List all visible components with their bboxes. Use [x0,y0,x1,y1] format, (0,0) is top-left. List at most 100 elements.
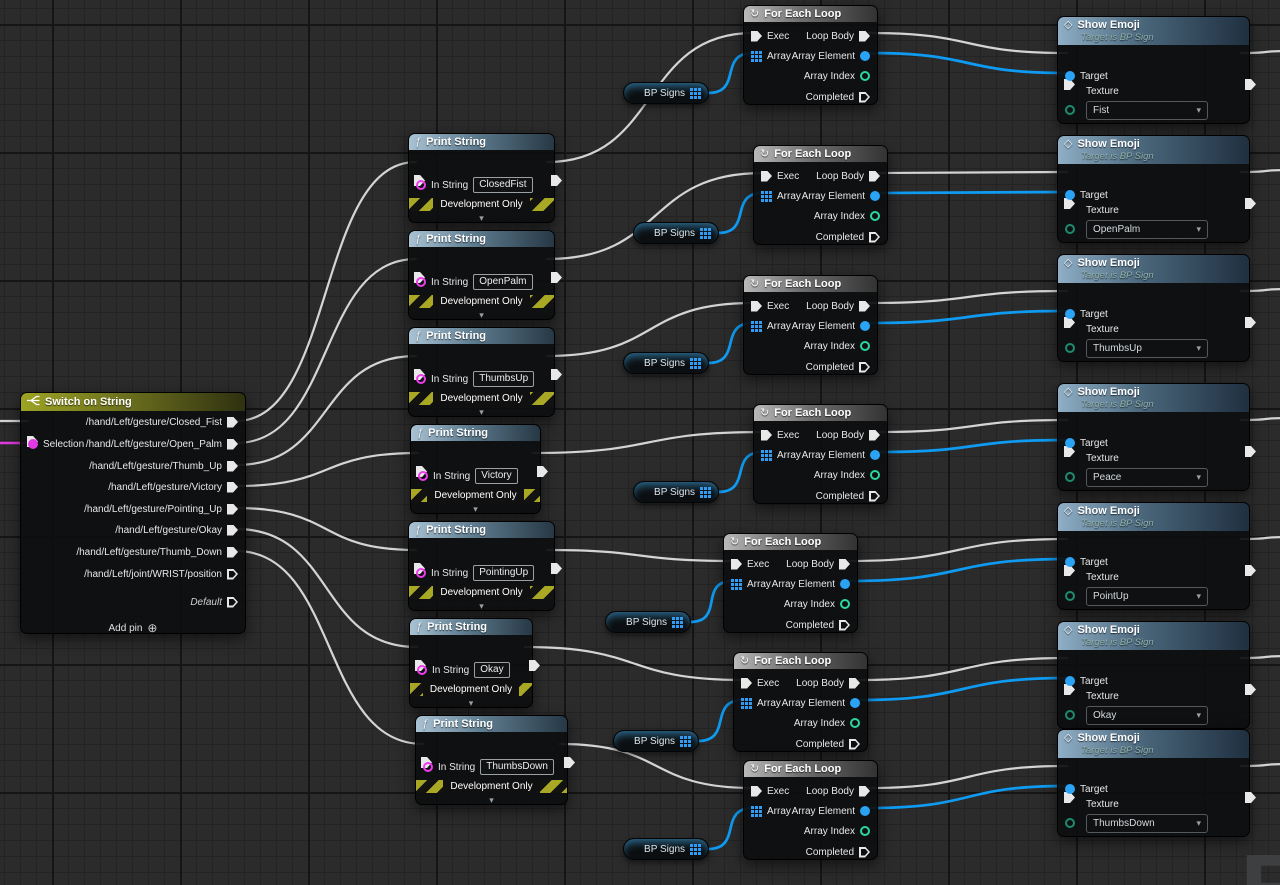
array-output-pin[interactable] [672,616,683,628]
wire-exec-print-to-foreach[interactable] [545,301,755,358]
in-string-pin[interactable] [418,471,428,481]
add-pin-icon[interactable]: ⊕ [147,621,158,635]
wire-exec-switch-to-print[interactable] [234,257,418,445]
wire-element-to-target[interactable] [877,190,1069,195]
exec-out-pin[interactable] [551,175,562,186]
exec-out-pin[interactable] [1245,446,1256,457]
wire-exec-print-to-foreach[interactable] [531,430,765,455]
wire-exec-print-to-foreach[interactable] [523,645,745,682]
in-string-value-field[interactable]: ThumbsDown [480,759,554,775]
completed-out-pin[interactable] [849,738,860,750]
collapse-chevron-icon[interactable]: ▾ [468,698,474,708]
loop-body-out-pin[interactable] [849,677,860,689]
wire-exec-switch-to-print[interactable] [234,354,418,467]
completed-out-pin[interactable] [869,490,880,502]
switch-node-header[interactable]: Switch on String [21,393,245,411]
array-input-pin[interactable] [751,320,762,332]
exec-in-pin[interactable] [761,429,772,441]
exec-out-pin[interactable] [1245,792,1256,803]
selection-pin[interactable] [28,439,38,449]
exec-in-pin[interactable] [1064,792,1075,803]
exec-out-pin[interactable] [1245,198,1256,209]
texture-pin[interactable] [1065,472,1075,482]
array-input-pin[interactable] [751,50,762,62]
texture-pin[interactable] [1065,591,1075,601]
default-out-pin[interactable] [227,596,238,608]
for-each-loop-header[interactable]: ↻For Each Loop [734,653,867,669]
collapse-chevron-icon[interactable]: ▾ [479,407,484,417]
wire-exec-switch-to-print[interactable] [234,527,419,649]
completed-out-pin[interactable] [839,619,850,631]
case-out-pin[interactable] [227,546,238,558]
bp-signs-getter-node[interactable]: BP Signs [633,222,719,244]
array-output-pin[interactable] [690,357,701,369]
collapse-chevron-icon[interactable]: ▾ [479,310,484,320]
case-out-pin[interactable] [227,438,238,450]
for-each-loop-header[interactable]: ↻For Each Loop [754,146,887,162]
texture-pin[interactable] [1065,105,1075,115]
exec-out-pin[interactable] [529,660,540,671]
bp-signs-getter-node[interactable]: BP Signs [613,730,699,752]
exec-in-pin[interactable] [731,558,742,570]
collapse-chevron-icon[interactable]: ▾ [473,504,478,514]
array-input-pin[interactable] [731,578,742,590]
wire-exec-print-to-foreach[interactable] [545,171,765,261]
bp-signs-getter-node[interactable]: BP Signs [623,82,709,104]
exec-out-pin[interactable] [1245,79,1256,90]
array-input-pin[interactable] [741,697,752,709]
exec-out-pin[interactable] [537,466,548,477]
array-element-pin[interactable] [860,321,870,331]
bp-signs-getter-node[interactable]: BP Signs [605,611,691,633]
loop-body-out-pin[interactable] [839,558,850,570]
wire-element-to-target[interactable] [867,51,1069,75]
in-string-pin[interactable] [423,762,433,772]
add-pin-row[interactable]: Add pin⊕ [21,620,245,636]
wire-exec-loopbody-to-showemoji[interactable] [867,31,1069,55]
texture-dropdown[interactable]: ThumbsUp▾ [1086,339,1208,358]
in-string-value-field[interactable]: OpenPalm [473,274,533,290]
in-string-pin[interactable] [417,665,427,675]
array-index-pin[interactable] [860,71,870,81]
exec-in-pin[interactable] [751,785,762,797]
wire-exec-loopbody-to-showemoji[interactable] [847,537,1069,563]
array-element-pin[interactable] [860,806,870,816]
in-string-value-field[interactable]: Victory [475,468,518,484]
wire-exec-loopbody-to-showemoji[interactable] [867,764,1069,790]
bp-signs-getter-node[interactable]: BP Signs [623,352,709,374]
exec-in-pin[interactable] [751,300,762,312]
target-pin[interactable] [1065,309,1075,319]
exec-out-pin[interactable] [551,563,562,574]
completed-out-pin[interactable] [859,846,870,858]
exec-in-pin[interactable] [1064,79,1075,90]
for-each-loop-header[interactable]: ↻For Each Loop [754,405,887,421]
array-index-pin[interactable] [840,599,850,609]
in-string-pin[interactable] [416,180,426,190]
in-string-pin[interactable] [416,374,426,384]
wire-element-to-target[interactable] [857,676,1069,702]
collapse-chevron-icon[interactable]: ▾ [489,795,494,805]
array-index-pin[interactable] [870,470,880,480]
loop-body-out-pin[interactable] [859,785,870,797]
exec-in-pin[interactable] [1064,565,1075,576]
texture-pin[interactable] [1065,224,1075,234]
exec-out-pin[interactable] [1245,317,1256,328]
wire-element-to-target[interactable] [847,557,1069,583]
in-string-value-field[interactable]: Okay [474,662,510,678]
wire-exec-print-to-foreach[interactable] [545,548,735,563]
texture-dropdown[interactable]: PointUp▾ [1086,587,1208,606]
